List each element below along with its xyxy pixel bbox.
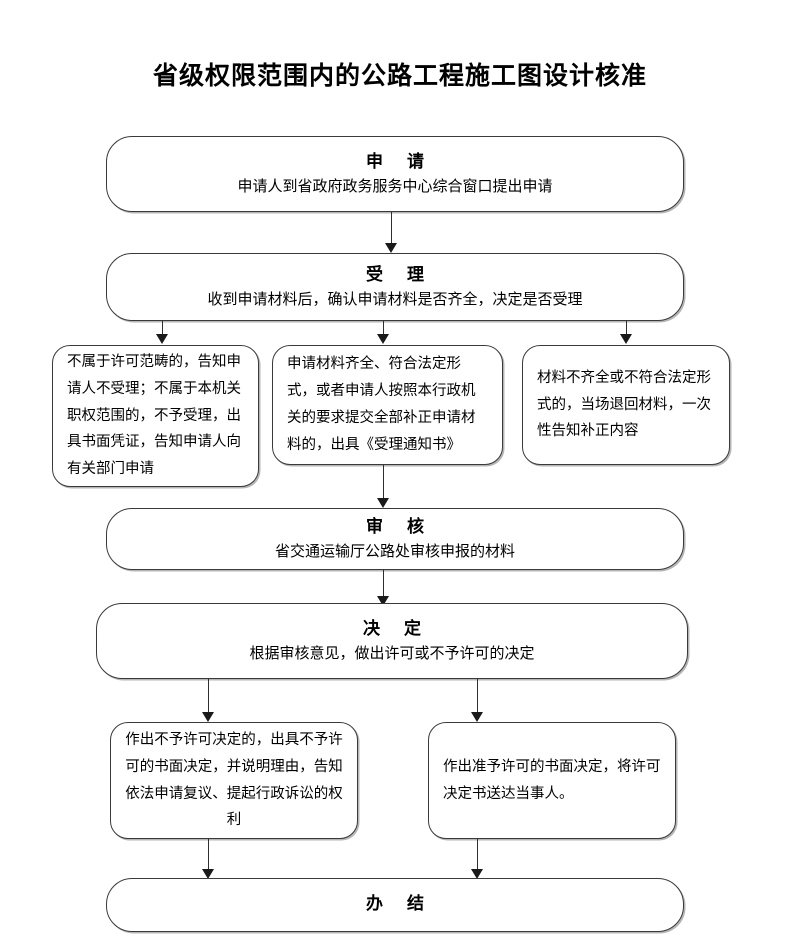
arrowhead-middle-to-review bbox=[377, 498, 389, 508]
arrowhead-reject-to-finish bbox=[202, 869, 214, 879]
node-apply-heading: 申 请 bbox=[366, 151, 433, 172]
connector-decision-to-approve bbox=[477, 679, 479, 715]
node-outcome-reject-body: 作出不予许可决定的，出具不予许可的书面决定，并说明理由，告知依法申请复议、提起行… bbox=[125, 731, 343, 829]
connector-reject-to-finish bbox=[208, 839, 210, 875]
node-branch-middle-body: 申请材料齐全、符合法定形式，或者申请人按照本行政机关的要求提交全部补正申请材料的… bbox=[287, 356, 476, 453]
node-review-body: 省交通运输厅公路处审核申报的材料 bbox=[274, 542, 515, 561]
page-title: 省级权限范围内的公路工程施工图设计核准 bbox=[152, 61, 647, 90]
arrowhead-apply-to-accept bbox=[385, 243, 397, 253]
arrowhead-accept-to-middle bbox=[377, 334, 389, 344]
node-branch-left: 不属于许可范畴的，告知申请人不受理；不属于本机关职权范围的，不予受理，出具书面凭… bbox=[52, 345, 259, 487]
node-outcome-approve: 作出准予许可的书面决定，将许可决定书送达当事人。 bbox=[428, 722, 676, 839]
arrowhead-accept-to-right bbox=[620, 334, 632, 344]
node-accept: 受 理 收到申请材料后，确认申请材料是否齐全，决定是否受理 bbox=[106, 253, 684, 321]
node-branch-middle: 申请材料齐全、符合法定形式，或者申请人按照本行政机关的要求提交全部补正申请材料的… bbox=[272, 345, 503, 465]
node-accept-heading: 受 理 bbox=[366, 264, 433, 285]
node-finish: 办 结 bbox=[106, 878, 684, 932]
arrowhead-decision-to-approve bbox=[471, 712, 483, 722]
node-outcome-reject: 作出不予许可决定的，出具不予许可的书面决定，并说明理由，告知依法申请复议、提起行… bbox=[110, 722, 358, 839]
node-decision-body: 根据审核意见，做出许可或不予许可的决定 bbox=[249, 644, 535, 663]
arrowhead-approve-to-finish bbox=[471, 869, 483, 879]
connector-accept-to-middle bbox=[383, 321, 385, 338]
node-apply-body: 申请人到省政府政务服务中心综合窗口提出申请 bbox=[237, 177, 553, 196]
node-branch-right-body: 材料不齐全或不符合法定形式的，当场退回材料，一次性告知补正内容 bbox=[537, 369, 711, 440]
arrowhead-decision-to-reject bbox=[202, 712, 214, 722]
connector-accept-to-left bbox=[162, 321, 164, 338]
connector-review-to-decision bbox=[383, 570, 385, 602]
node-branch-right: 材料不齐全或不符合法定形式的，当场退回材料，一次性告知补正内容 bbox=[522, 345, 730, 465]
node-outcome-approve-body: 作出准予许可的书面决定，将许可决定书送达当事人。 bbox=[443, 758, 661, 802]
connector-approve-to-finish bbox=[477, 839, 479, 875]
connector-middle-to-review bbox=[383, 465, 385, 501]
node-review: 审 核 省交通运输厅公路处审核申报的材料 bbox=[106, 508, 684, 570]
node-review-heading: 审 核 bbox=[366, 516, 433, 537]
connector-accept-to-right bbox=[626, 321, 628, 338]
arrowhead-review-to-decision bbox=[377, 596, 389, 606]
node-finish-heading: 办 结 bbox=[366, 894, 433, 915]
connector-decision-to-reject bbox=[208, 679, 210, 715]
node-accept-body: 收到申请材料后，确认申请材料是否齐全，决定是否受理 bbox=[207, 290, 583, 309]
node-decision: 决 定 根据审核意见，做出许可或不予许可的决定 bbox=[96, 603, 688, 679]
node-branch-left-body: 不属于许可范畴的，告知申请人不受理；不属于本机关职权范围的，不予受理，出具书面凭… bbox=[67, 353, 241, 478]
connector-apply-to-accept bbox=[391, 212, 393, 246]
arrowhead-accept-to-left bbox=[156, 334, 168, 344]
node-decision-heading: 决 定 bbox=[363, 618, 430, 639]
node-apply: 申 请 申请人到省政府政务服务中心综合窗口提出申请 bbox=[106, 136, 684, 212]
